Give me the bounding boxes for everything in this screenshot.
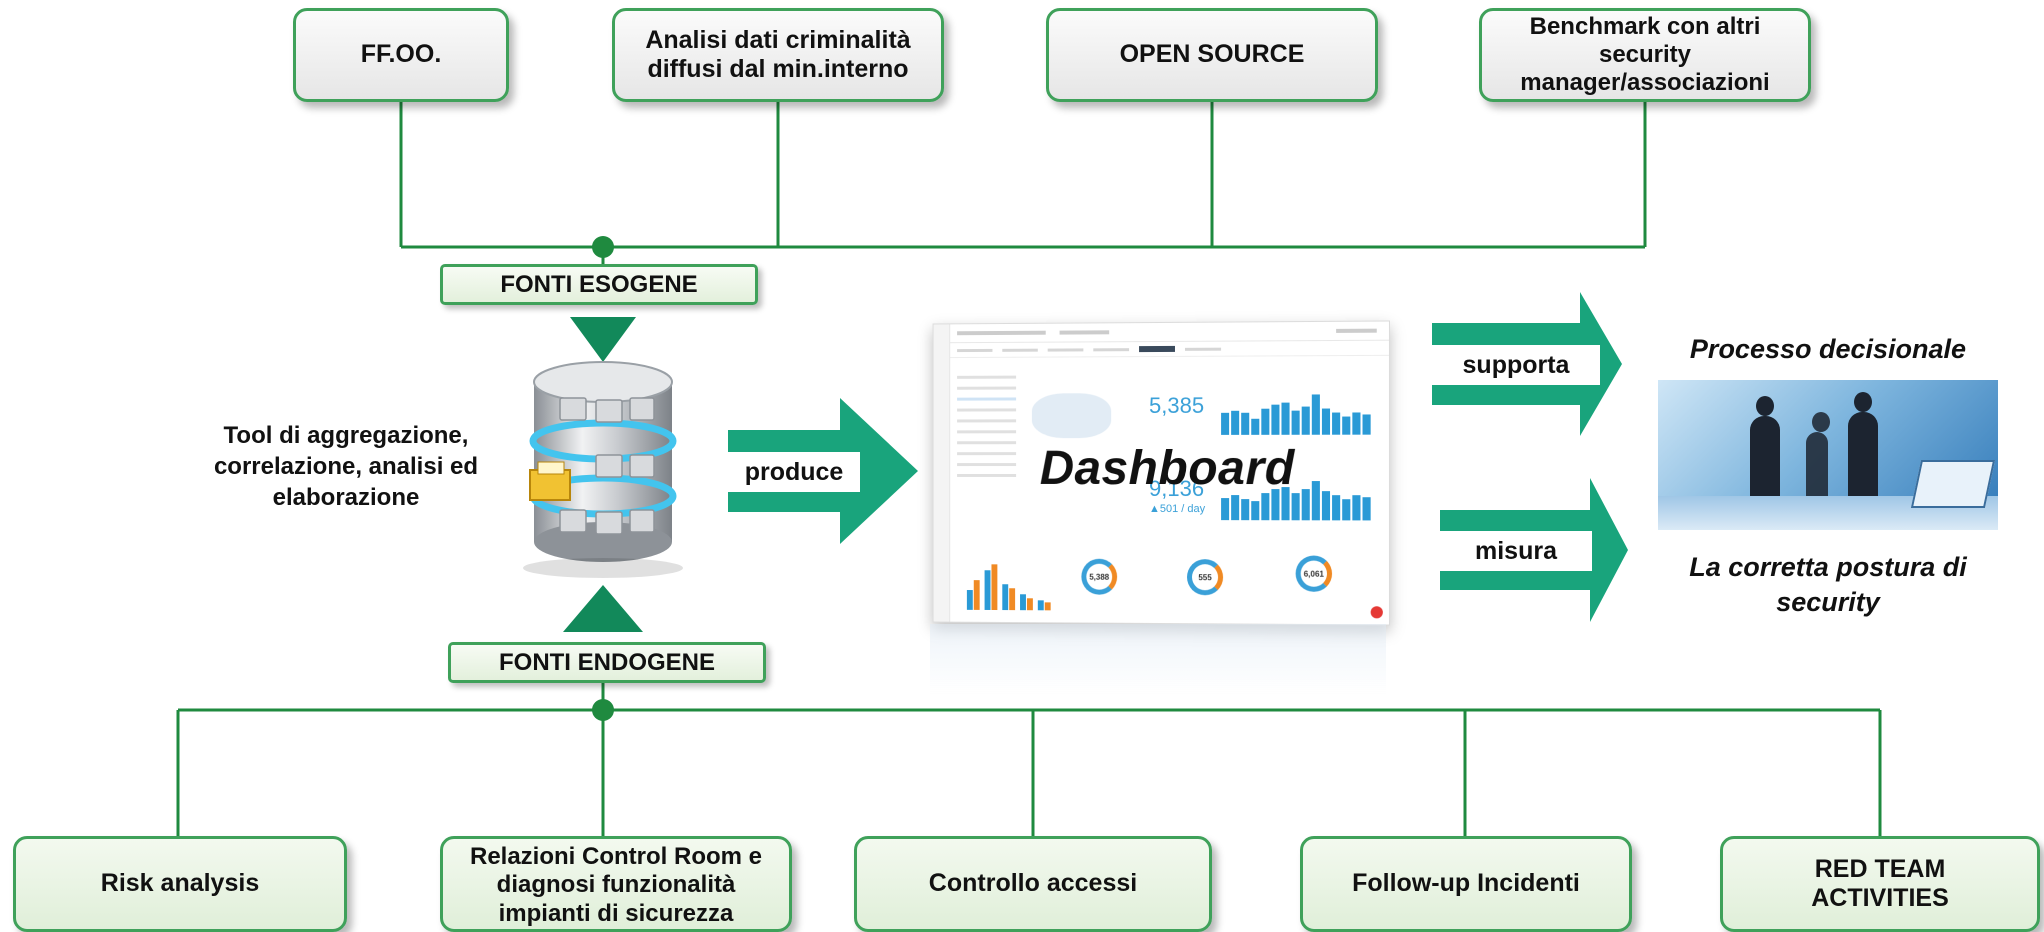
control-room-box: Relazioni Control Room e diagnosi funzio… <box>440 836 792 932</box>
fonti-endogene-label: FONTI ENDOGENE <box>498 648 715 676</box>
tool-description: Tool di aggregazione, correlazione, anal… <box>213 422 479 512</box>
dashboard-nav <box>933 340 1389 359</box>
fab-icon <box>1370 606 1383 619</box>
source-label: Controllo accessi <box>928 869 1138 898</box>
dashboard-sidebar <box>933 324 951 622</box>
supporta-label: supporta <box>1432 345 1600 385</box>
dashboard-title: Dashboard <box>1039 441 1295 496</box>
social-ring: 555 <box>1186 559 1224 596</box>
junction-top-dot <box>592 236 614 258</box>
source-benchmark-box: Benchmark con altri security manager/ass… <box>1479 8 1811 102</box>
database-icon <box>523 361 683 578</box>
source-label: FF.OO. <box>360 40 442 69</box>
newvsreturning-ring: 6,061 <box>1295 555 1333 592</box>
arrow-up-endogenous <box>563 585 643 632</box>
posture-title: La corretta postura di security <box>1689 552 1967 618</box>
person-silhouette <box>1848 392 1878 512</box>
decision-title: Processo decisionale <box>1689 334 1967 364</box>
source-label: Risk analysis <box>100 869 260 898</box>
fonti-esogene-tag: FONTI ESOGENE <box>440 264 758 305</box>
source-criminalita-box: Analisi dati criminalità diffusi dal min… <box>612 8 944 102</box>
dashboard-reflection <box>930 624 1386 694</box>
source-label: Benchmark con altri security manager/ass… <box>1520 12 1770 97</box>
risk-analysis-box: Risk analysis <box>13 836 347 932</box>
source-open-source-box: OPEN SOURCE <box>1046 8 1378 102</box>
fonti-esogene-label: FONTI ESOGENE <box>500 270 698 298</box>
source-label: RED TEAM ACTIVITIES <box>1811 854 1949 913</box>
source-ff-oo-box: FF.OO. <box>293 8 509 102</box>
source-label: Analisi dati criminalità diffusi dal min… <box>645 25 911 84</box>
misura-label: misura <box>1440 531 1592 571</box>
country-list <box>957 368 1017 517</box>
person-silhouette <box>1806 412 1830 512</box>
junction-bottom-dot <box>592 699 614 721</box>
laptop-icon <box>1910 460 1996 508</box>
follow-up-incidenti-box: Follow-up Incidenti <box>1300 836 1632 932</box>
controllo-accessi-box: Controllo accessi <box>854 836 1212 932</box>
source-label: Follow-up Incidenti <box>1352 869 1580 898</box>
arrow-down-exogenous <box>570 317 636 362</box>
devices-ring: 5,388 <box>1081 558 1118 595</box>
dashboard-topbar <box>933 321 1389 344</box>
produce-label: produce <box>728 452 860 492</box>
dashboard-bars <box>1221 394 1371 521</box>
source-label: Relazioni Control Room e diagnosi funzio… <box>469 843 762 927</box>
red-team-box: RED TEAM ACTIVITIES <box>1720 836 2040 932</box>
users-number: 5,385 <box>1149 392 1205 419</box>
fonti-endogene-tag: FONTI ENDOGENE <box>448 642 766 683</box>
demographics-bars <box>966 564 1051 611</box>
world-map <box>1031 393 1112 439</box>
sessions-per-day: ▲501 / day <box>1149 502 1206 516</box>
source-label: OPEN SOURCE <box>1119 40 1305 69</box>
dashboard-screenshot: 5,385 9,136 ▲501 / day 5,388 555 6,061 D… <box>932 320 1390 626</box>
business-photo <box>1658 380 1998 530</box>
